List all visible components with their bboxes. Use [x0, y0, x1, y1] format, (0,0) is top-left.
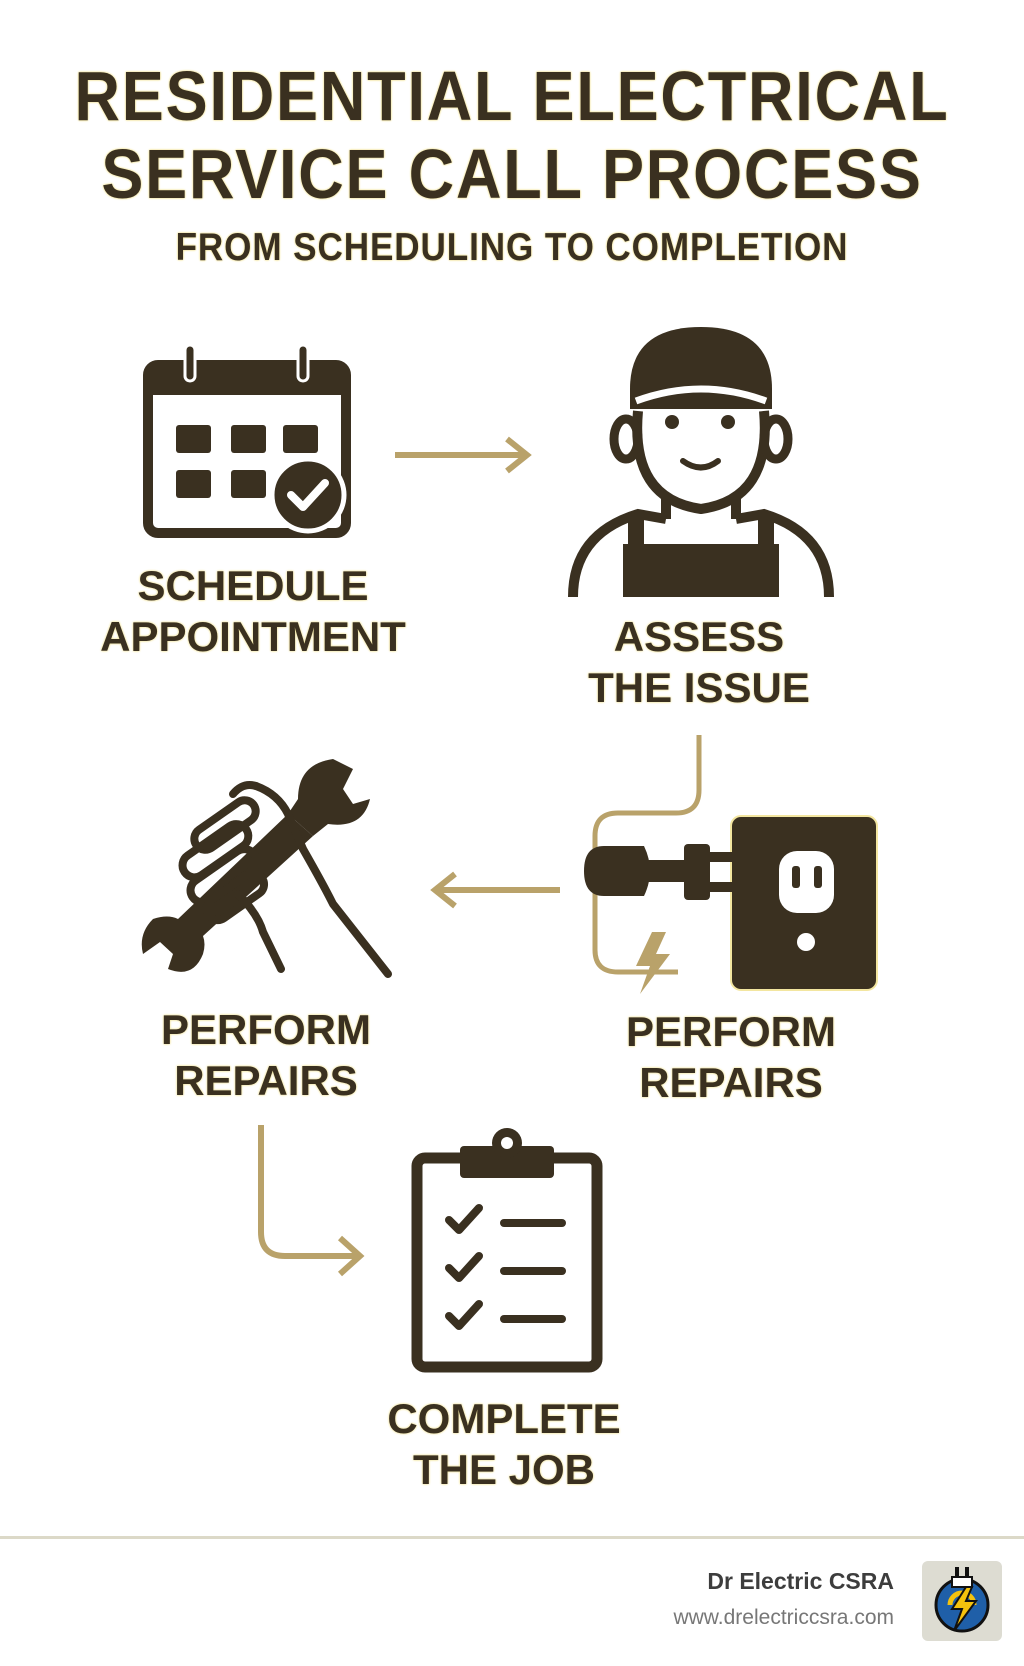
calendar-check-icon	[143, 343, 351, 538]
hand-wrench-icon	[141, 759, 392, 978]
brand-name: Dr Electric CSRA	[707, 1568, 894, 1594]
footer-divider	[0, 1536, 1024, 1539]
lightning-plug-icon	[934, 1567, 990, 1633]
subtitle: FROM SCHEDULING TO COMPLETION	[175, 226, 849, 269]
arrow-left-icon	[430, 871, 560, 909]
clipboard-checklist-icon	[411, 1128, 603, 1373]
plug-outlet-icon	[584, 815, 878, 994]
brand-url[interactable]: www.drelectriccsra.com	[673, 1606, 894, 1629]
title-line-1: RESIDENTIAL ELECTRICAL	[74, 57, 950, 135]
title-line-2: SERVICE CALL PROCESS	[101, 135, 923, 213]
electrician-icon	[568, 327, 834, 598]
arrow-right-icon	[395, 436, 532, 474]
brand-logo	[922, 1561, 1002, 1641]
